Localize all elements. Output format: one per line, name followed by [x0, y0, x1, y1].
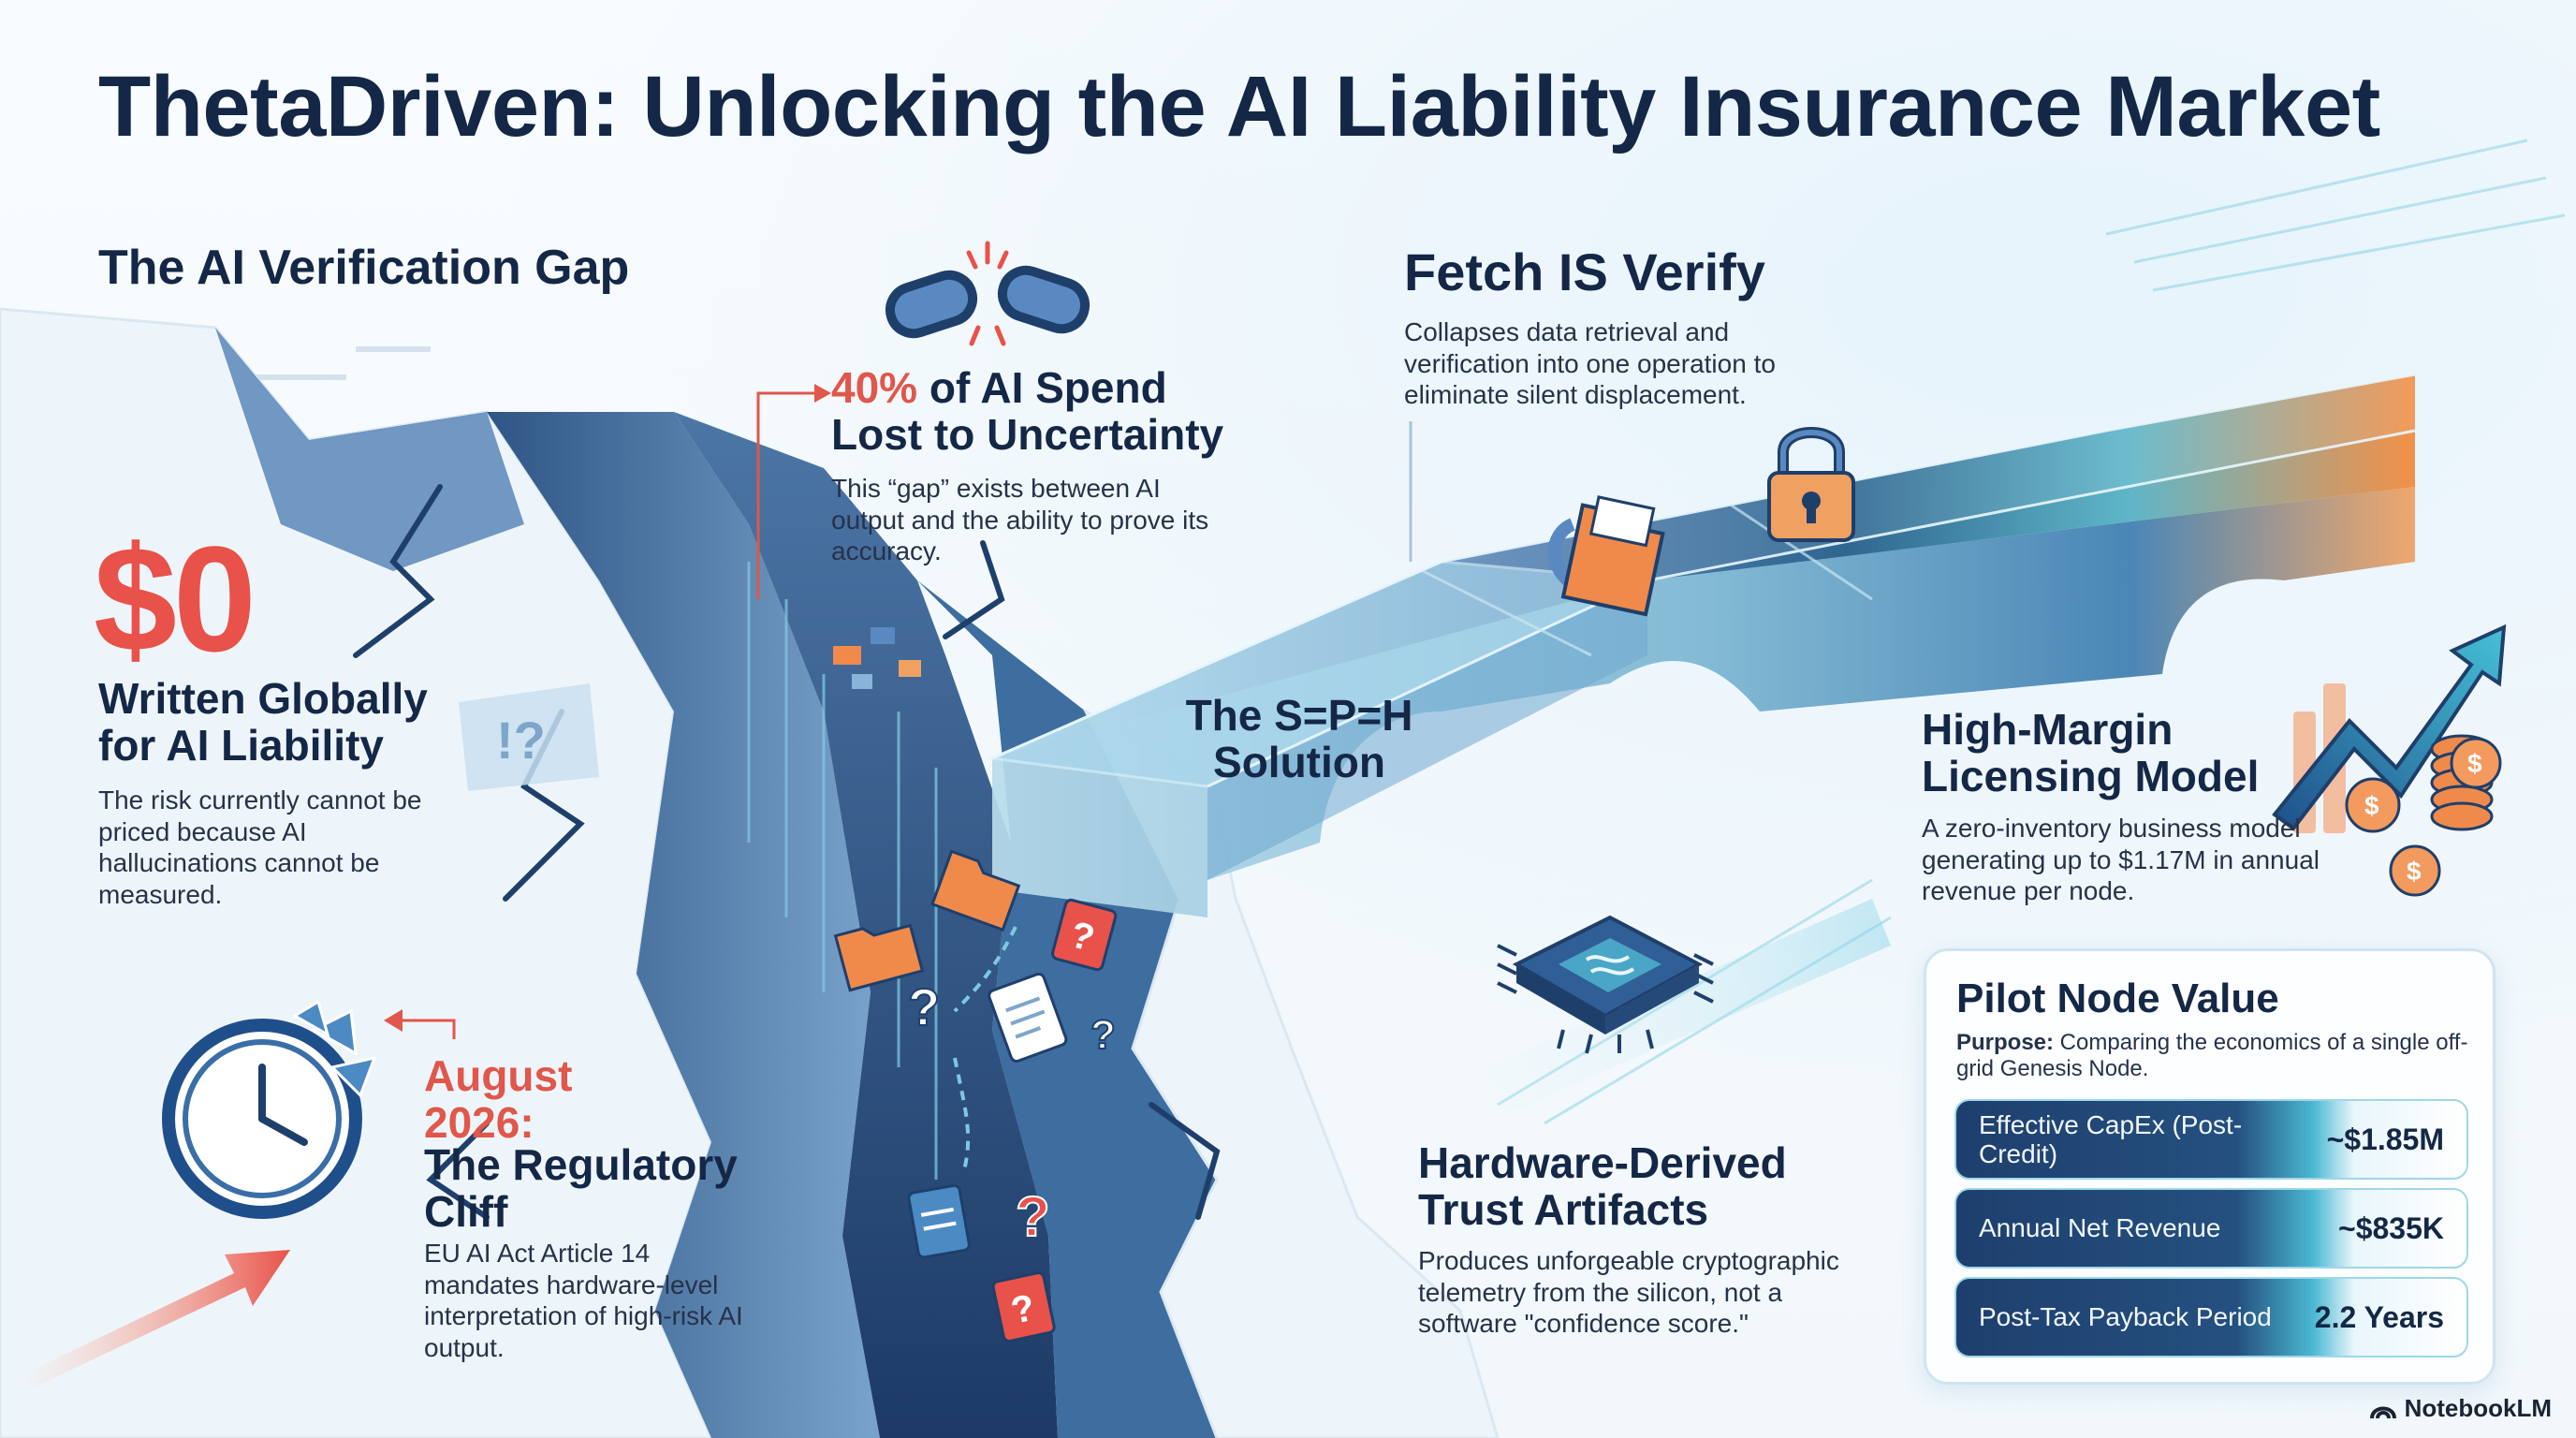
pilot-row-label: Annual Net Revenue [1979, 1213, 2221, 1243]
cliff-date: August 2026: [424, 1051, 573, 1147]
pilot-row-label: Effective CapEx (Post-Credit) [1979, 1109, 2243, 1168]
pilot-purpose-text: Comparing the economics of a single off-… [1956, 1030, 2468, 1081]
padlock-icon [1767, 427, 1855, 542]
broken-clock-icon [162, 1002, 377, 1219]
data-fragments-icon [833, 627, 921, 689]
growth-arrow-icon: $ $ $ [2272, 624, 2507, 897]
pilot-title: Pilot Node Value [1956, 976, 2279, 1021]
falling-files-icon: ? ? ? ? ? [833, 849, 1118, 1343]
broken-chain-icon [885, 241, 1090, 346]
gap-body: The risk currently cannot be priced beca… [98, 785, 422, 909]
svg-text:?: ? [908, 977, 940, 1036]
brand-label: NotebookLM [2404, 1394, 2552, 1422]
bridge-label: The S=P=H Solution [1185, 691, 1413, 786]
chip-icon [1497, 915, 1714, 1054]
fetch-body: Collapses data retrieval and verificatio… [1404, 317, 1776, 410]
pilot-node-card: Pilot Node Value Purpose: Comparing the … [1924, 948, 2496, 1385]
spend-heading-line2: Lost to Uncertainty [831, 409, 1224, 459]
gap-subheading: Written Globally for AI Liability [98, 674, 428, 770]
gap-heading: The AI Verification Gap [98, 241, 630, 295]
licensing-body: A zero-inventory business model generati… [1922, 814, 2320, 906]
svg-text:$: $ [2407, 857, 2422, 886]
pilot-row-payback: Post-Tax Payback Period 2.2 Years [1954, 1277, 2468, 1357]
licensing-heading: High-Margin Licensing Model [1922, 705, 2260, 800]
svg-text:$: $ [2467, 749, 2482, 778]
pilot-purpose-label: Purpose: [1956, 1030, 2055, 1055]
folder-icon [1547, 495, 1665, 617]
zero-value: $0 [94, 515, 256, 682]
svg-text:$: $ [2364, 791, 2379, 820]
hardware-heading: Hardware-Derived Trust Artifacts [1418, 1138, 1787, 1234]
pilot-purpose: Purpose: Comparing the economics of a si… [1956, 1030, 2471, 1081]
spend-heading-rest: of AI Spend [917, 363, 1167, 412]
pilot-row-capex: Effective CapEx (Post-Credit) ~$1.85M [1954, 1099, 2468, 1180]
svg-text:?: ? [1016, 1185, 1050, 1248]
svg-text:?: ? [1090, 1012, 1116, 1058]
pilot-row-value: ~$835K [2338, 1211, 2444, 1245]
pilot-row-label: Post-Tax Payback Period [1979, 1302, 2272, 1332]
pilot-row-value: 2.2 Years [2314, 1299, 2444, 1334]
svg-text:!?: !? [496, 711, 546, 770]
pilot-row-value: ~$1.85M [2326, 1122, 2444, 1156]
fetch-heading: Fetch IS Verify [1404, 242, 1765, 301]
spend-highlight: 40% [831, 363, 918, 412]
page-title: ThetaDriven: Unlocking the AI Liability … [98, 59, 2380, 154]
question-panel-icon: !? [459, 683, 599, 791]
pilot-row-revenue: Annual Net Revenue ~$835K [1954, 1188, 2468, 1269]
spend-body: This “gap” exists between AI output and … [831, 474, 1209, 566]
notebooklm-brand: NotebookLM [2369, 1394, 2552, 1423]
hardware-body: Produces unforgeable cryptographic telem… [1418, 1246, 1839, 1339]
spend-heading: 40% of AI Spend Lost to Uncertainty [831, 363, 1271, 459]
notebooklm-logo-icon [2369, 1406, 2396, 1418]
cliff-body: EU AI Act Article 14 mandates hardware-l… [424, 1239, 743, 1362]
cliff-heading: The Regulatory Cliff [424, 1140, 738, 1236]
